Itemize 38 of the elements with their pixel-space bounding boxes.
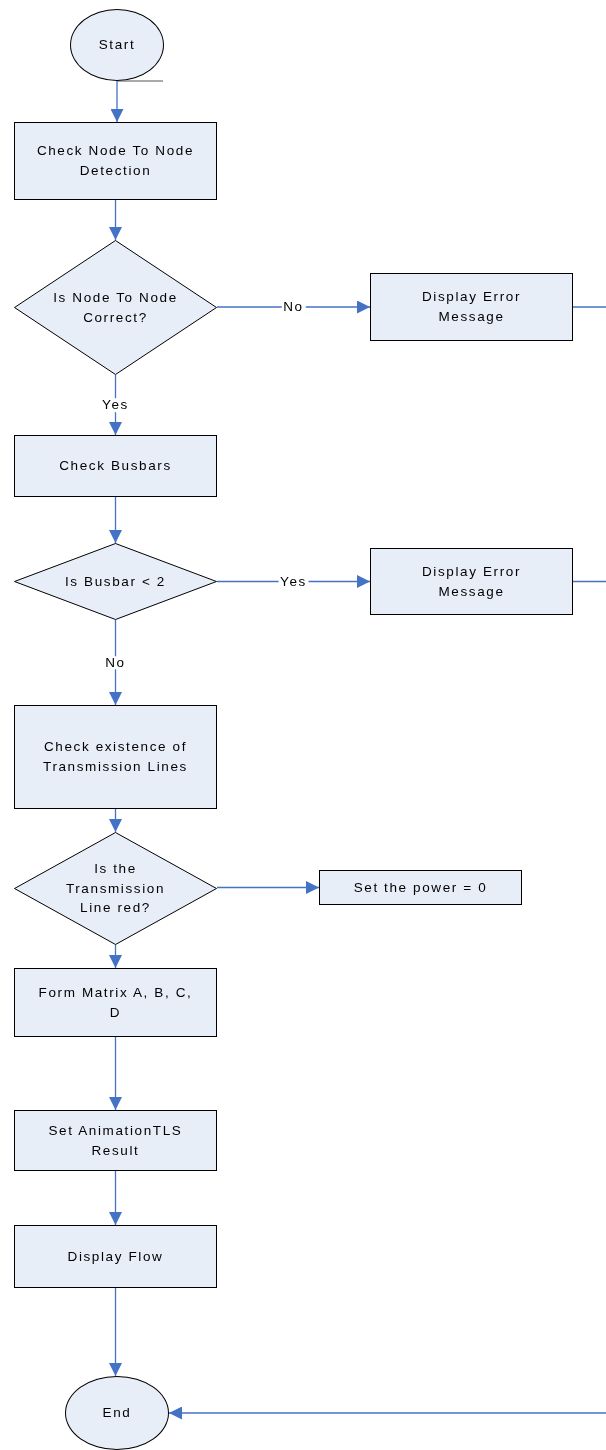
node-label: Display Error Message <box>420 288 523 326</box>
process-box <box>14 968 217 1037</box>
node-label: Display Error Message <box>420 562 523 601</box>
process-box <box>319 870 522 905</box>
node-label: Display Flow <box>67 1247 164 1266</box>
decision-diamond <box>14 543 217 620</box>
node-label: Check Node To Node Detection <box>35 142 196 180</box>
arrow <box>109 1287 122 1377</box>
edge-label: Yes <box>278 574 309 589</box>
node-label: Check Busbars <box>59 457 172 476</box>
node-label: Is the Transmission Line red? <box>64 860 167 918</box>
decision-diamond <box>14 240 217 375</box>
arrow <box>216 881 320 894</box>
node-label: Set AnimationTLS Result <box>47 1121 184 1160</box>
node-label: Form Matrix A, B, C, D <box>37 983 194 1022</box>
process-box <box>14 1110 217 1171</box>
node-label: Set the power = 0 <box>353 878 488 897</box>
process-box <box>14 1225 217 1288</box>
node-label: Is Node To Node Correct? <box>53 288 178 327</box>
node-label: End <box>102 1404 132 1423</box>
arrow <box>109 199 122 241</box>
process-box <box>370 548 573 615</box>
arrow <box>168 1406 606 1420</box>
node-label: Check existence of Transmission Lines <box>42 738 189 776</box>
arrow <box>109 808 122 833</box>
process-box <box>370 273 573 341</box>
arrow <box>109 1036 122 1111</box>
decision-diamond <box>14 832 217 945</box>
node-label: Is Busbar < 2 <box>65 572 166 591</box>
process-box <box>14 435 217 497</box>
arrow <box>110 80 124 123</box>
arrow <box>109 944 122 969</box>
process-box <box>14 705 217 809</box>
process-box <box>14 122 217 200</box>
node-label: Start <box>98 36 136 55</box>
arrow <box>109 1170 122 1226</box>
edge-label: No <box>281 300 306 314</box>
arrow <box>109 496 122 544</box>
